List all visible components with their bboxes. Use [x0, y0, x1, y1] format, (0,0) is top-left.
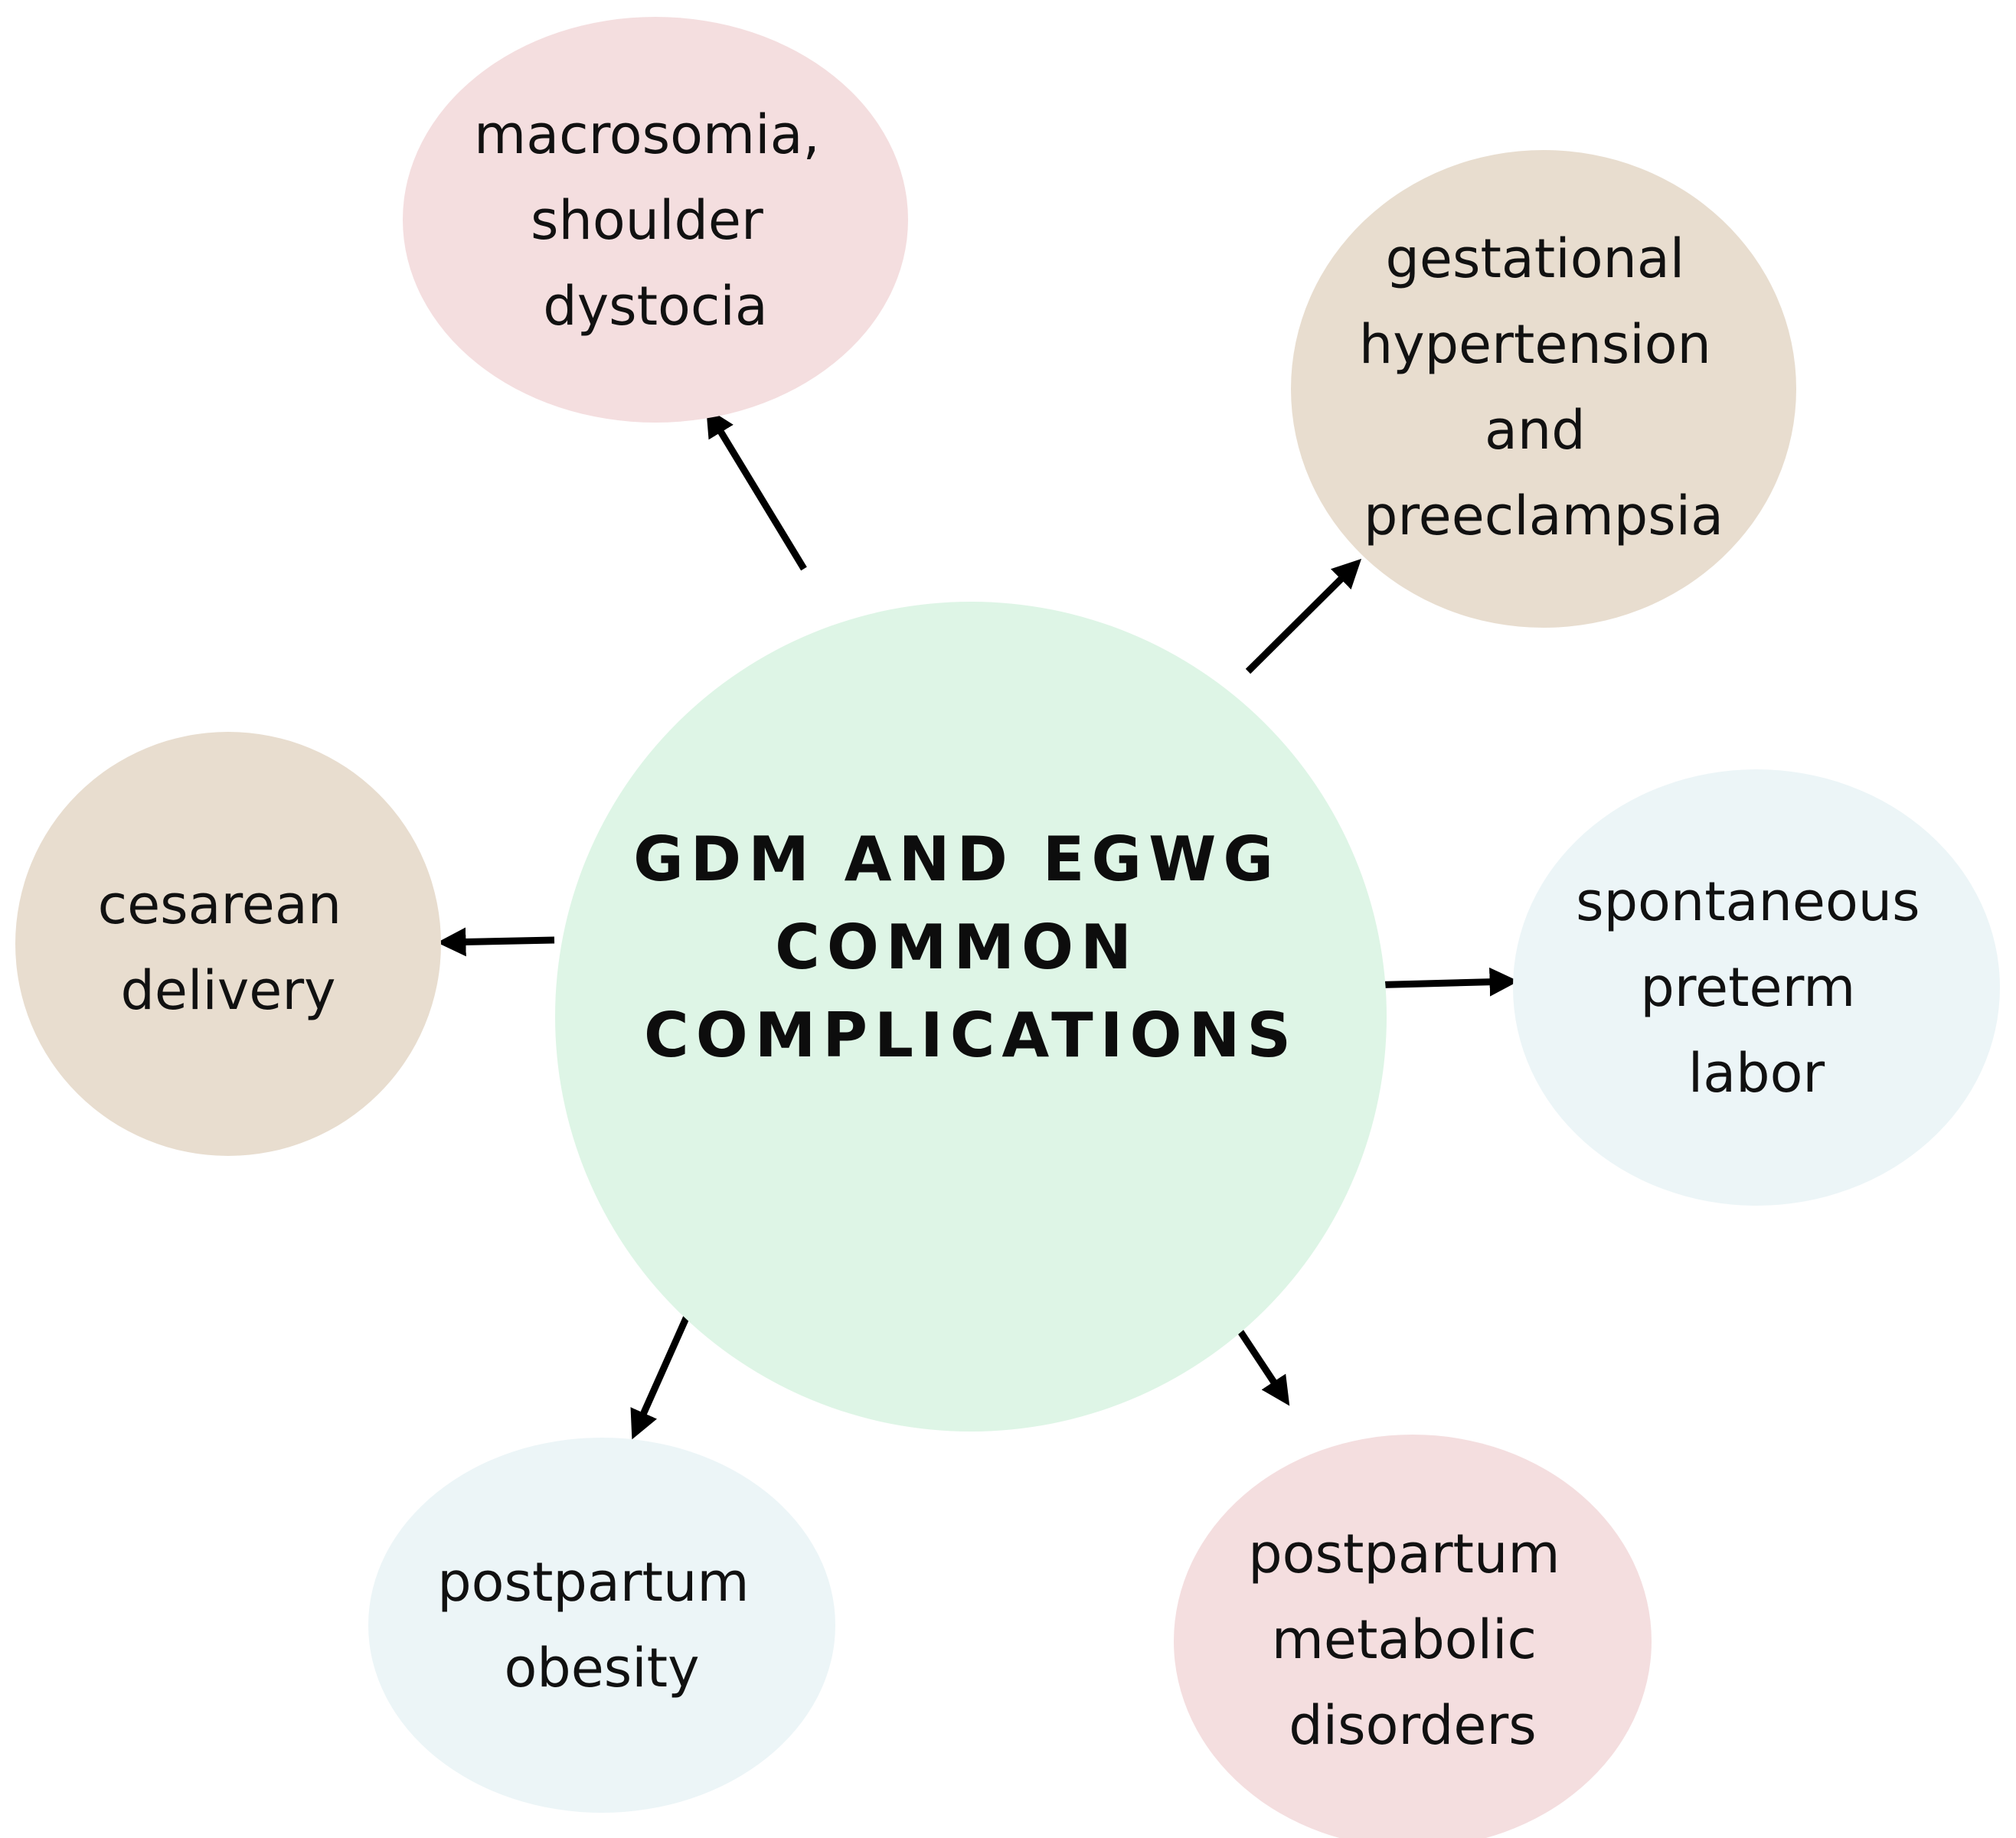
- node-postpartum-metabolic-disorders: postpartum metabolic disorders: [1174, 1435, 1652, 1838]
- node-postpartum-obesity-label: postpartum obesity: [437, 1551, 766, 1699]
- node-postpartum-obesity-line-2: obesity: [504, 1637, 699, 1699]
- node-spontaneous-preterm-labor-line-2: preterm: [1640, 956, 1855, 1019]
- node-spontaneous-preterm-labor: spontaneous preterm labor: [1513, 769, 2000, 1206]
- node-cesarean-delivery-label: cesarean delivery: [98, 873, 359, 1022]
- node-macrosomia-label: macrosomia, shoulder dystocia: [474, 103, 837, 338]
- node-gestational-hypertension: gestational hypertension and preeclampsi…: [1291, 150, 1796, 628]
- center-circle: [555, 602, 1387, 1432]
- node-cesarean-delivery: cesarean delivery: [15, 732, 441, 1156]
- node-gestational-hypertension-line-4: preeclampsia: [1364, 485, 1724, 547]
- node-gestational-hypertension-line-1: gestational: [1385, 227, 1684, 290]
- arrow-to-gestational-hypertension: [1245, 559, 1362, 674]
- node-postpartum-obesity-line-1: postpartum: [437, 1551, 749, 1614]
- node-postpartum-metabolic-disorders-label: postpartum metabolic disorders: [1248, 1523, 1577, 1757]
- node-spontaneous-preterm-labor-circle: [1513, 769, 2000, 1206]
- node-spontaneous-preterm-labor-line-1: spontaneous: [1576, 870, 1920, 933]
- node-cesarean-delivery-line-2: delivery: [120, 959, 335, 1022]
- node-postpartum-metabolic-disorders-circle: [1174, 1435, 1652, 1838]
- center-title-line-2: COMMON: [775, 912, 1139, 983]
- node-postpartum-obesity-circle: [368, 1438, 835, 1813]
- node-cesarean-delivery-line-1: cesarean: [98, 873, 342, 936]
- node-postpartum-obesity: postpartum obesity: [368, 1438, 835, 1813]
- node-postpartum-metabolic-disorders-line-3: disorders: [1289, 1694, 1536, 1757]
- center-title-line-1: GDM AND EGWG: [633, 824, 1280, 895]
- center-title-line-3: COMPLICATIONS: [644, 1000, 1298, 1071]
- center-title: GDM AND EGWG COMMON COMPLICATIONS: [633, 824, 1309, 1071]
- node-postpartum-metabolic-disorders-line-1: postpartum: [1248, 1523, 1560, 1585]
- node-gestational-hypertension-line-2: hypertension: [1359, 313, 1711, 376]
- node-gestational-hypertension-circle: [1291, 150, 1796, 628]
- node-spontaneous-preterm-labor-label: spontaneous preterm labor: [1576, 870, 1937, 1105]
- arrow-to-cesarean-delivery: [436, 927, 555, 957]
- arrow-to-macrosomia: [706, 407, 807, 571]
- arrow-to-spontaneous-preterm-labor: [1366, 967, 1519, 997]
- node-postpartum-metabolic-disorders-line-2: metabolic: [1272, 1608, 1537, 1671]
- node-macrosomia-line-3: dystocia: [543, 275, 767, 338]
- center-node: GDM AND EGWG COMMON COMPLICATIONS: [555, 602, 1387, 1432]
- node-gestational-hypertension-line-3: and: [1485, 399, 1586, 462]
- node-macrosomia: macrosomia, shoulder dystocia: [403, 17, 908, 423]
- node-gestational-hypertension-label: gestational hypertension and preeclampsi…: [1359, 227, 1728, 547]
- node-macrosomia-line-2: shoulder: [531, 189, 763, 252]
- node-spontaneous-preterm-labor-line-3: labor: [1688, 1042, 1825, 1105]
- node-macrosomia-circle: [403, 17, 908, 423]
- node-macrosomia-line-1: macrosomia,: [474, 103, 820, 166]
- node-cesarean-delivery-circle: [15, 732, 441, 1156]
